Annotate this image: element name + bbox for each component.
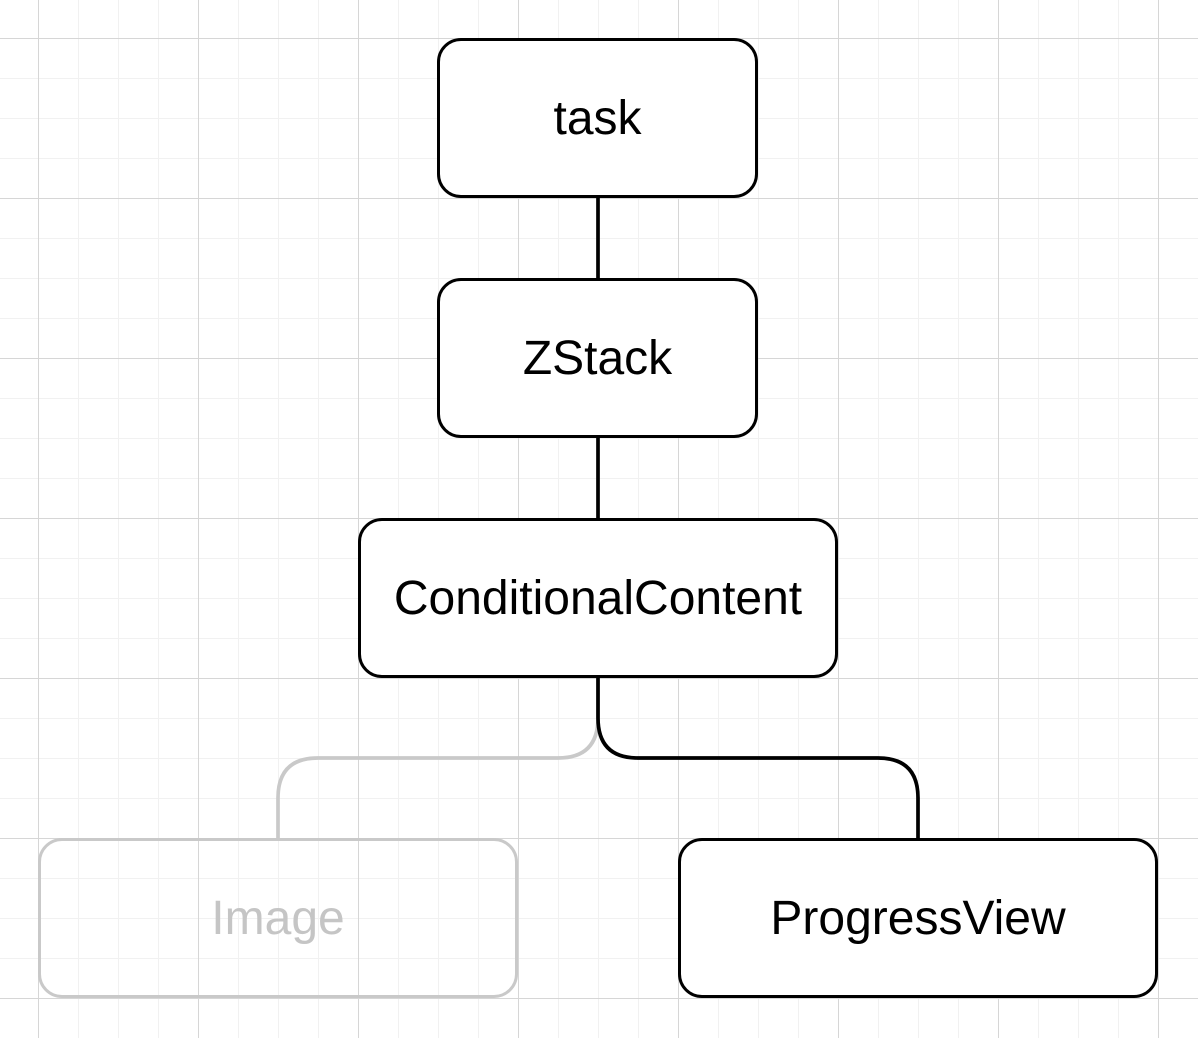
edge-conditionalcontent-image xyxy=(276,678,600,838)
node-zstack: ZStack xyxy=(437,278,758,438)
node-conditionalcontent: ConditionalContent xyxy=(358,518,838,678)
node-task-label: task xyxy=(553,91,642,145)
node-zstack-label: ZStack xyxy=(522,331,673,385)
node-conditionalcontent-label: ConditionalContent xyxy=(393,571,803,625)
edge-conditionalcontent-progressview xyxy=(596,678,920,838)
node-progressview: ProgressView xyxy=(678,838,1158,998)
node-image: Image xyxy=(38,838,518,998)
node-progressview-label: ProgressView xyxy=(770,891,1066,945)
node-task: task xyxy=(437,38,758,198)
node-image-label: Image xyxy=(211,891,345,945)
